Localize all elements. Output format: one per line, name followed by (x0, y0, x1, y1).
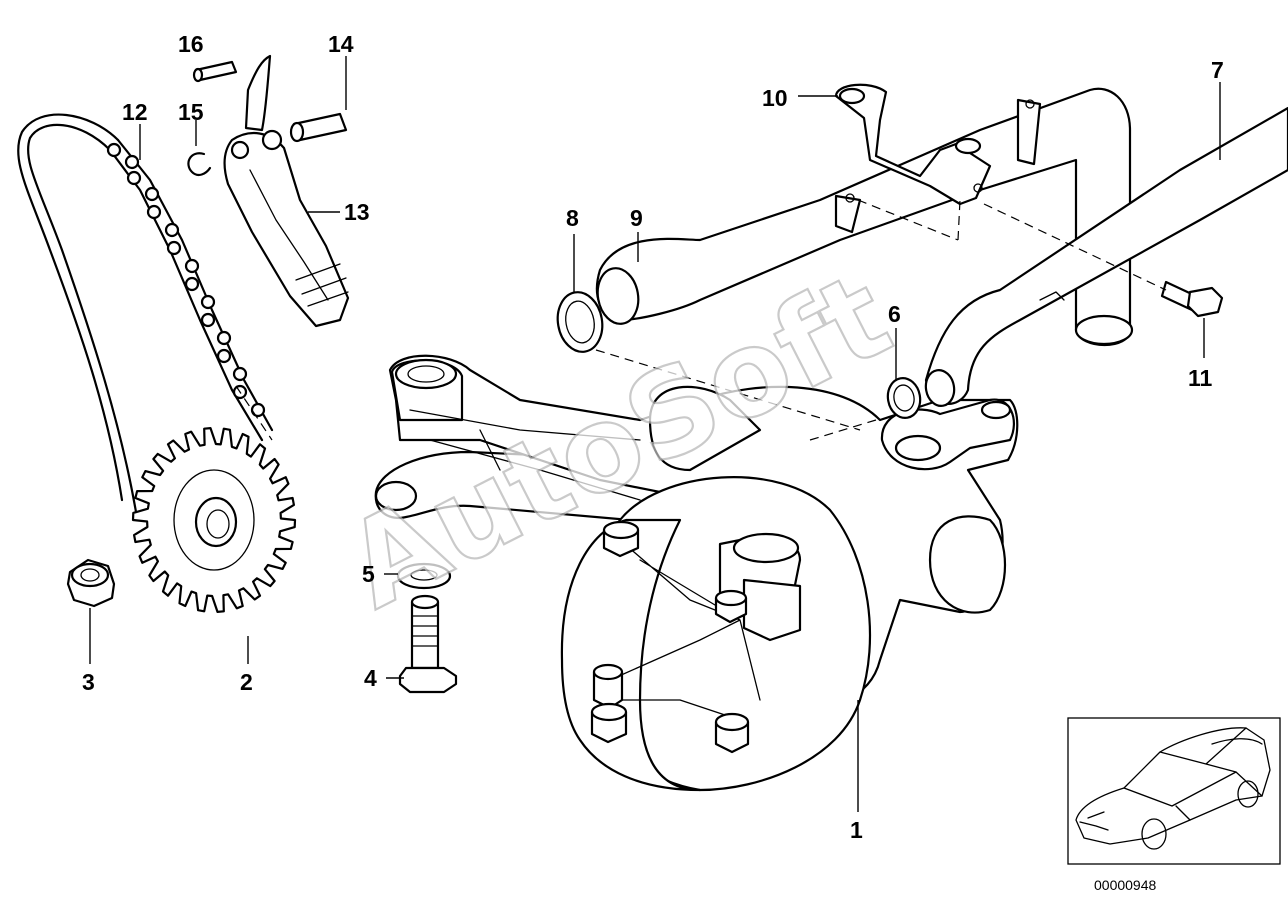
part-14-pin[interactable] (289, 112, 348, 143)
chain-roller (184, 258, 200, 274)
callout-15: 15 (178, 99, 204, 125)
chain-roller (184, 276, 200, 292)
callout-2: 2 (240, 669, 253, 695)
part-4-bolt[interactable] (398, 594, 458, 694)
chain-roller (106, 142, 122, 158)
callout-16: 16 (178, 31, 204, 57)
chain-roller (232, 366, 248, 382)
chain-roller (250, 402, 266, 418)
part-6-seal-ring[interactable] (885, 376, 923, 421)
callout-10: 10 (762, 85, 788, 111)
part-11-bolt[interactable] (1160, 280, 1224, 318)
part-1-oil-pump[interactable] (374, 354, 1019, 792)
callout-7: 7 (1211, 57, 1224, 83)
chain-roller (146, 204, 162, 220)
assembly-centerlines (235, 199, 1167, 441)
chain-roller (216, 348, 232, 364)
callout-12: 12 (122, 99, 148, 125)
callout-5: 5 (362, 561, 375, 587)
part-10-bracket[interactable] (834, 83, 992, 206)
chain-roller (124, 154, 140, 170)
callout-8: 8 (566, 205, 579, 231)
chain-roller (126, 170, 142, 186)
part-8-seal-ring[interactable] (553, 289, 607, 356)
car-icon (1075, 727, 1271, 850)
part-16-pin[interactable] (192, 60, 238, 83)
callout-4: 4 (364, 665, 377, 691)
callout-1: 1 (850, 817, 863, 843)
chain-roller (144, 186, 160, 202)
part-2-sprocket[interactable] (131, 427, 297, 613)
chain-roller (216, 330, 232, 346)
part-12-chain[interactable] (17, 113, 274, 514)
callout-13: 13 (344, 199, 370, 225)
chain-roller (200, 312, 216, 328)
callout-6: 6 (888, 301, 901, 327)
callout-14: 14 (328, 31, 354, 57)
chain-roller (164, 222, 180, 238)
part-9-suction-pipe[interactable] (593, 87, 1134, 347)
callout-labels: 1 2 3 4 5 6 7 8 9 10 11 12 13 14 15 16 (82, 31, 1224, 843)
part-3-nut[interactable] (66, 558, 116, 608)
callout-3: 3 (82, 669, 95, 695)
part-5-washer[interactable] (396, 562, 452, 590)
vehicle-thumbnail (1067, 717, 1281, 865)
part-7-pressure-pipe[interactable] (923, 106, 1288, 408)
callout-11: 11 (1188, 365, 1213, 391)
drawing-number: 00000948 (1094, 877, 1157, 893)
callout-9: 9 (630, 205, 643, 231)
part-15-circlip[interactable] (187, 152, 212, 177)
leader-lines (89, 56, 1221, 812)
part-13-tensioner-rail[interactable] (223, 54, 350, 328)
chain-roller (166, 240, 182, 256)
chain-roller (200, 294, 216, 310)
